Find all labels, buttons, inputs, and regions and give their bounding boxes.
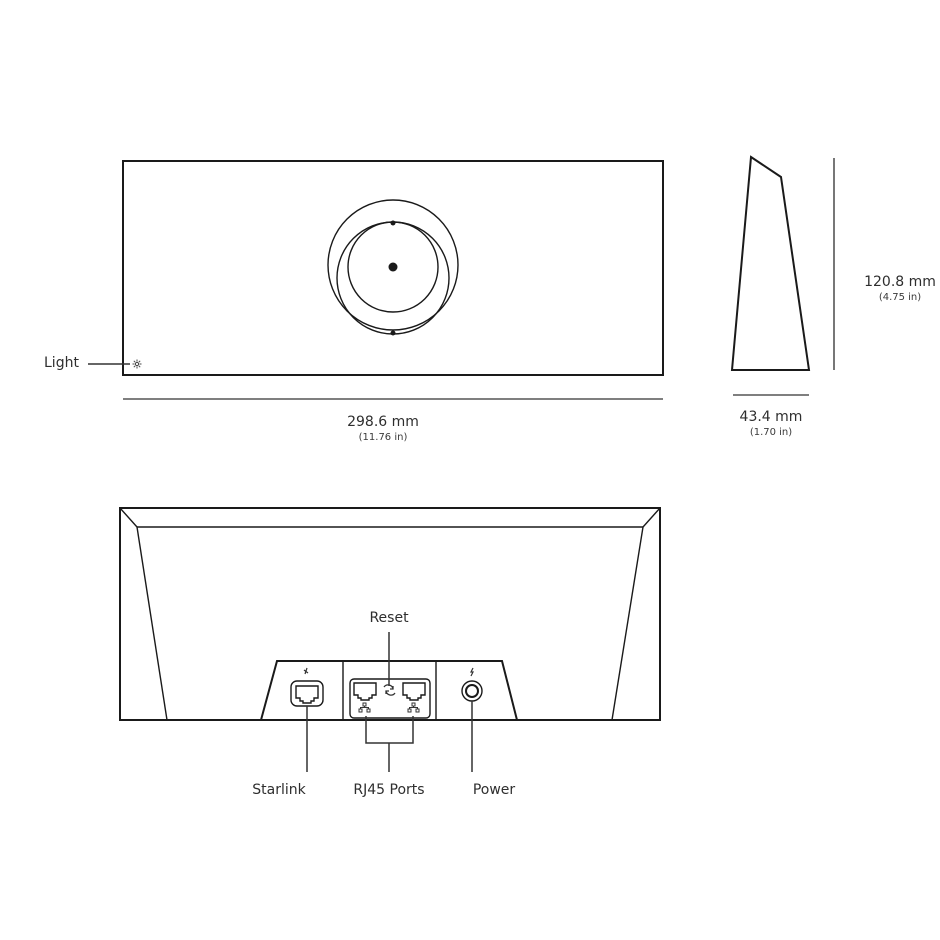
height-dimension-imperial: (4.75 in)	[878, 292, 922, 303]
front-body-outline	[122, 160, 664, 376]
front-dial	[327, 199, 459, 336]
light-indicator	[88, 359, 142, 369]
rj45-port-bezel	[349, 678, 431, 719]
satellite-dish-icon	[303, 667, 309, 675]
side-profile-outline	[730, 155, 811, 371]
power-port	[461, 667, 483, 702]
port-recess-panel	[259, 660, 519, 721]
height-dimension-metric: 120.8 mm	[864, 274, 936, 290]
rj45-port-left	[353, 682, 377, 701]
network-icon	[407, 702, 420, 713]
back-bevel-right-corner	[642, 507, 661, 528]
reset-label: Reset	[369, 610, 409, 626]
dial-top-dot	[390, 220, 396, 226]
sun-icon	[132, 359, 142, 369]
dial-center-dot	[388, 262, 398, 272]
rj45-port-right	[402, 682, 426, 701]
width-dimension-imperial: (11.76 in)	[358, 432, 408, 443]
lightning-bolt-icon	[470, 667, 474, 677]
width-dimension-metric: 298.6 mm	[347, 414, 419, 430]
side-view	[730, 155, 835, 396]
rj45-port-group	[349, 678, 431, 719]
depth-dimension-metric: 43.4 mm	[739, 409, 803, 425]
network-icon	[358, 702, 371, 713]
dial-outer-ring	[327, 199, 459, 331]
starlink-port	[290, 667, 324, 707]
back-view	[119, 507, 661, 772]
dial-bottom-dot	[390, 330, 396, 336]
starlink-label: Starlink	[252, 782, 306, 798]
starlink-port-socket	[295, 685, 319, 704]
front-view	[88, 160, 664, 400]
back-bevel-left-corner	[119, 507, 138, 528]
power-port-inner	[465, 684, 479, 698]
depth-dimension-imperial: (1.70 in)	[749, 427, 793, 438]
light-label: Light	[44, 355, 79, 371]
reset-arrows-icon	[383, 684, 396, 696]
back-bevel-left-edge	[136, 526, 168, 721]
dial-offset-ring	[336, 221, 450, 335]
power-label: Power	[472, 782, 516, 798]
back-bevel-right-edge	[611, 526, 644, 721]
rj45-ports-label: RJ45 Ports	[353, 782, 425, 798]
